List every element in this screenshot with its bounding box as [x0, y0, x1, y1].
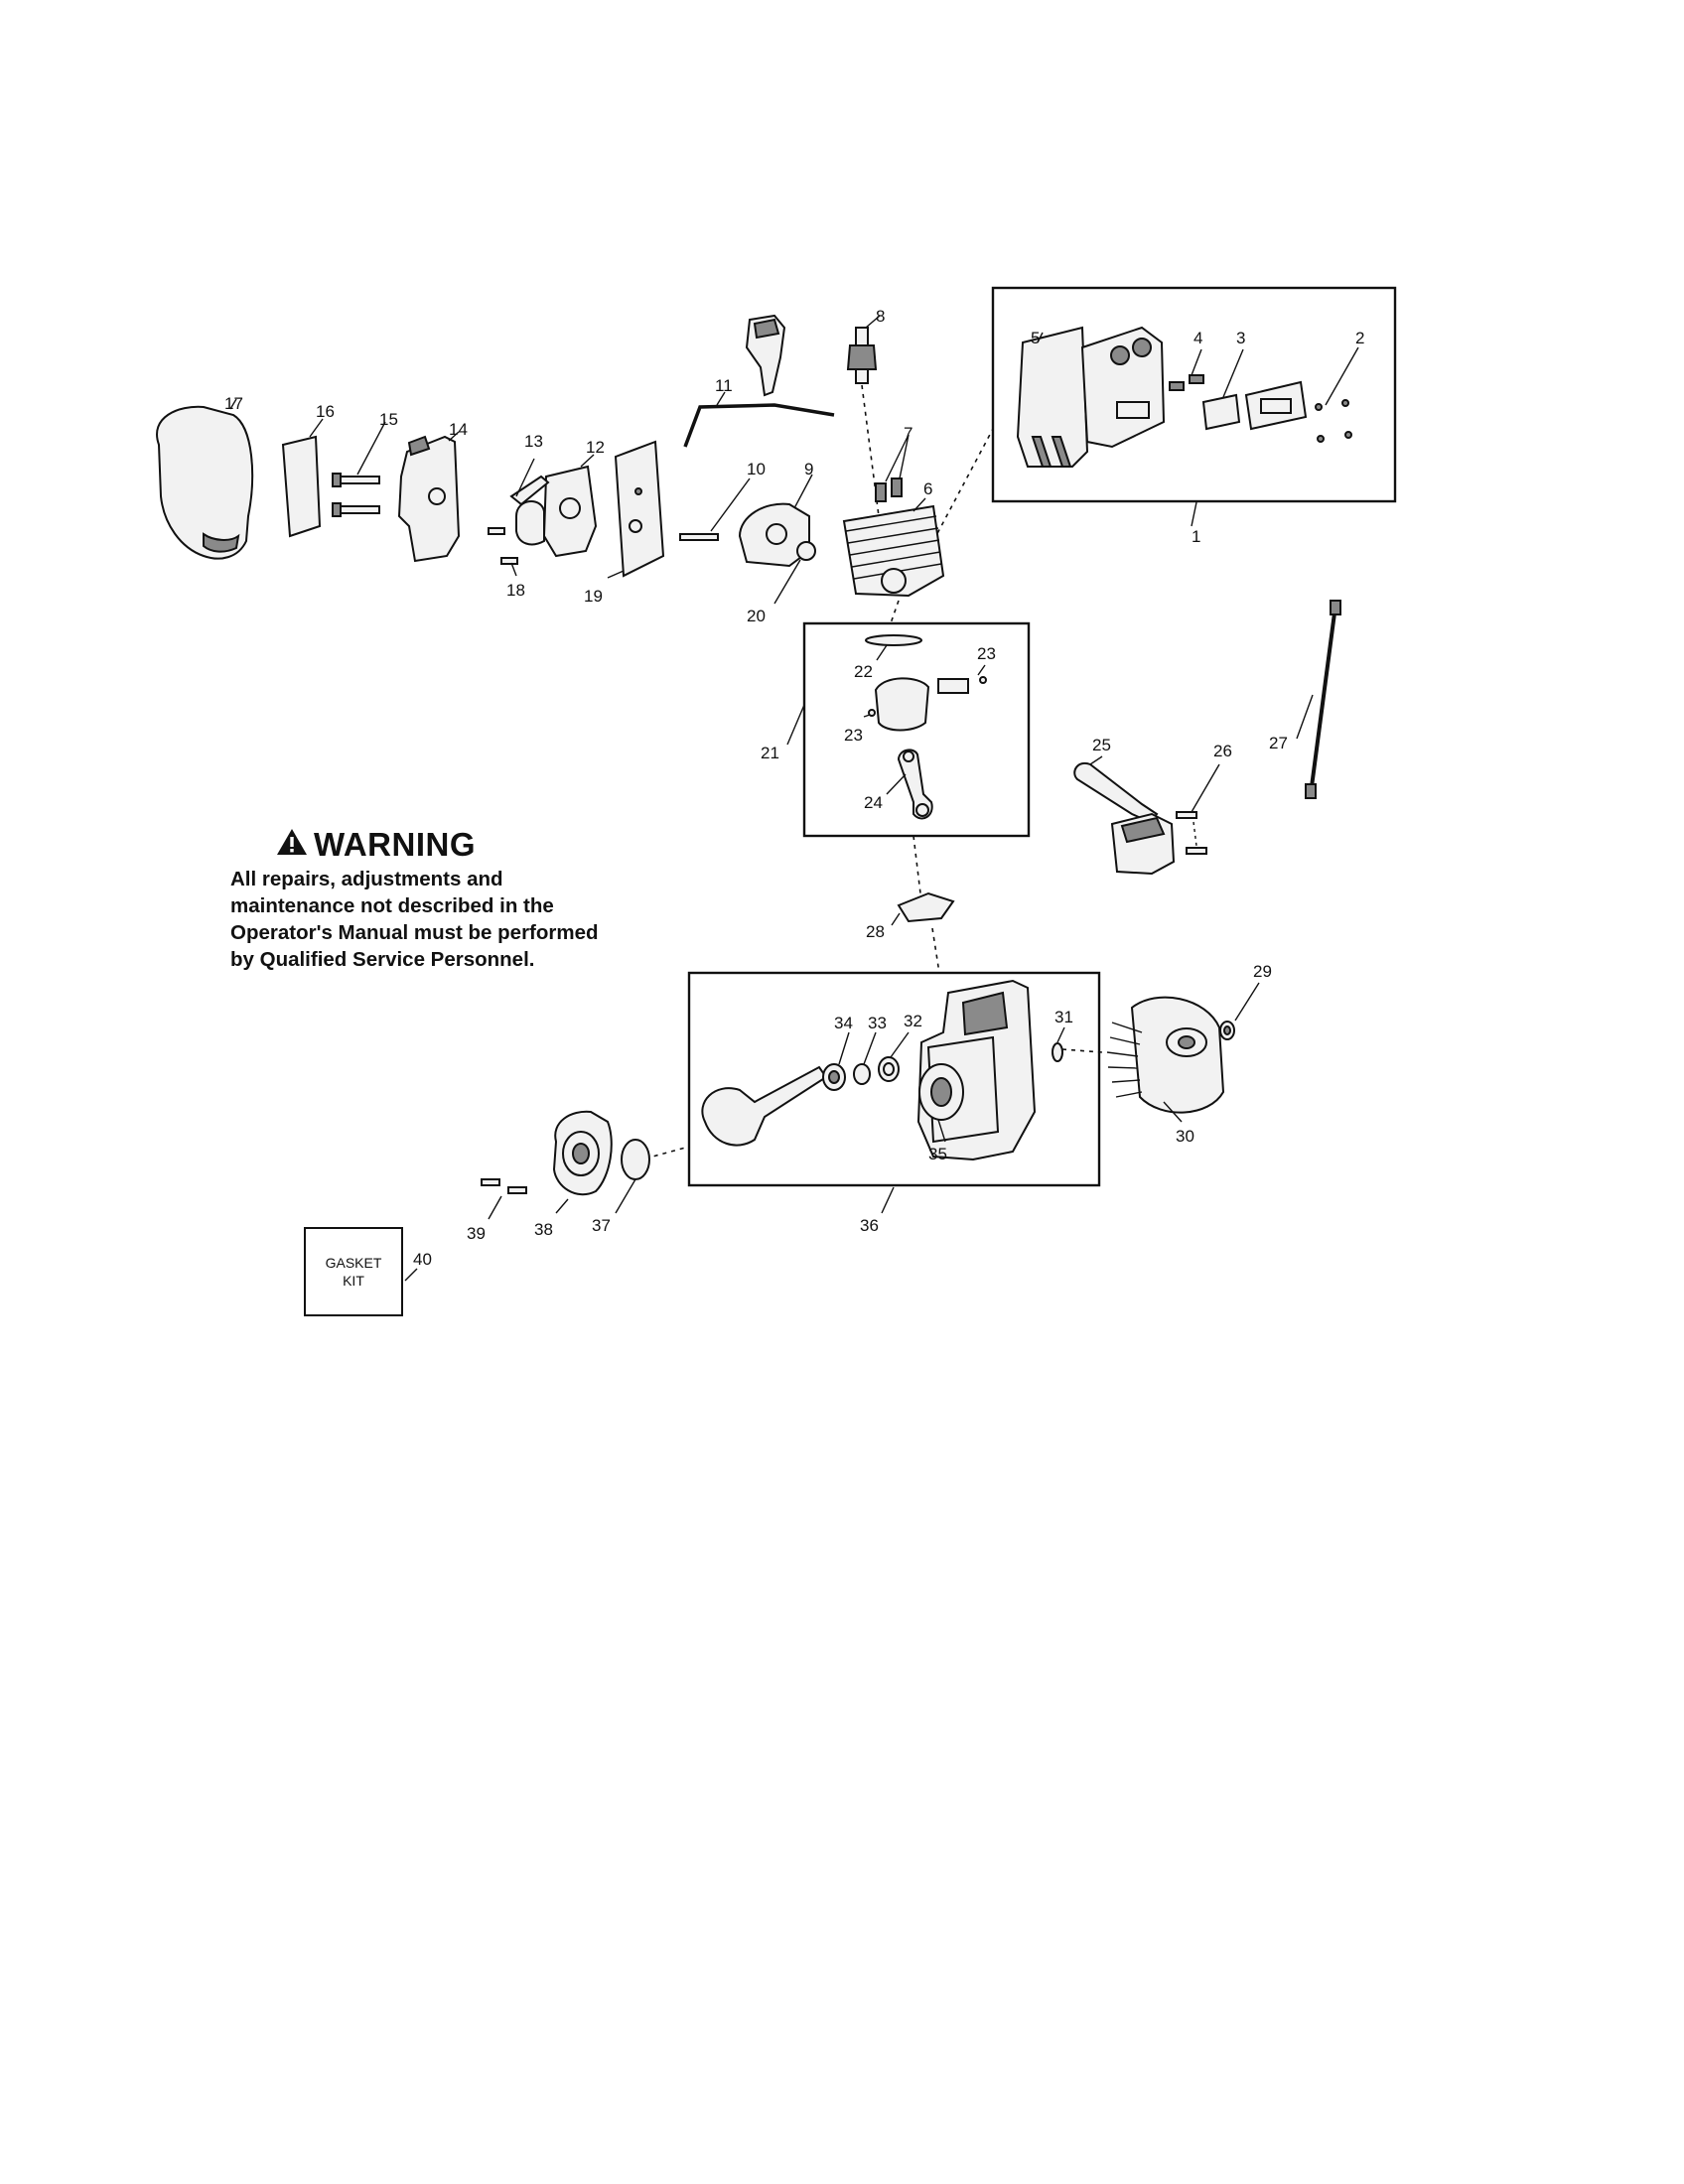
air-filter: [281, 435, 322, 538]
callout-15: 15: [379, 410, 398, 429]
crankcase-flywheel-dash-line: [1061, 1048, 1103, 1053]
callout-37: 37: [592, 1216, 611, 1235]
callout-35: 35: [928, 1145, 947, 1163]
crankcase-side-gasket: [621, 1139, 650, 1180]
piston-ring: [865, 634, 922, 646]
callout-6: 6: [923, 479, 932, 498]
intake-o-ring: [796, 541, 816, 561]
callout-21: 21: [761, 744, 779, 762]
callout-20: 20: [747, 607, 766, 625]
callout-18: 18: [506, 581, 525, 600]
spark-plug-wire: [1309, 605, 1337, 795]
muffler-screws: [1169, 374, 1204, 391]
crankcase-seals-bearings: [822, 1056, 900, 1091]
muffler-nuts: [1315, 399, 1352, 443]
callout-36: 36: [860, 1216, 879, 1235]
callout-24: 24: [864, 793, 883, 812]
callout-22: 22: [854, 662, 873, 681]
air-filter-cover: [156, 405, 254, 560]
callout-16: 16: [316, 402, 335, 421]
cylinder-base-gasket: [897, 891, 955, 923]
callout-32: 32: [904, 1012, 922, 1030]
callout-2: 2: [1355, 329, 1364, 347]
callout-27: 27: [1269, 734, 1288, 752]
callout-31: 31: [1054, 1008, 1073, 1026]
callout-8: 8: [876, 307, 885, 326]
crankcase-assembly-frame: [687, 971, 1101, 1187]
cylinder: [842, 504, 945, 598]
piston-gasket-dash-line: [912, 835, 921, 894]
muffler-assembly-frame: [991, 286, 1397, 503]
carb-gasket-plate: [614, 440, 665, 578]
callout-12: 12: [586, 438, 605, 457]
callout-28: 28: [866, 922, 885, 941]
warning-title-row: WARNING: [276, 826, 628, 864]
callout-38: 38: [534, 1220, 553, 1239]
gasket-crankcase-dash-line: [931, 927, 940, 974]
cylinder-piston-dash-line: [890, 600, 900, 624]
callout-33: 33: [868, 1014, 887, 1032]
callout-40: 40: [413, 1250, 432, 1269]
gasket-kit-box: GASKET KIT: [304, 1227, 403, 1316]
callout-34: 34: [834, 1014, 853, 1032]
flywheel: [1106, 996, 1225, 1114]
starter-screws: [481, 1178, 527, 1194]
callout-1: 1: [1192, 527, 1200, 546]
retainer-clip-left: [868, 709, 876, 717]
throttle-cable: [683, 403, 835, 448]
callout-4: 4: [1193, 329, 1202, 347]
callout-23b: 23: [844, 726, 863, 745]
callout-5: 5: [1031, 329, 1040, 347]
throttle-linkage: [509, 475, 550, 506]
ignition-lead: [1073, 761, 1159, 824]
muffler-heat-shield: [1016, 326, 1089, 468]
callout-14: 14: [449, 420, 468, 439]
connecting-rod: [897, 749, 933, 820]
warning-notice: WARNING All repairs, adjustments and mai…: [230, 826, 628, 973]
crankcase-o-ring: [1052, 1042, 1063, 1062]
air-filter-cover-vent: [203, 532, 240, 553]
cylinder-screws: [875, 478, 903, 502]
callout-25: 25: [1092, 736, 1111, 754]
callout-30: 30: [1176, 1127, 1194, 1146]
piston-assembly-frame: [802, 621, 1031, 838]
callout-numbers: 1 2 3 4 5 6 7 8 9 10 11 12 13 14 15 16 1…: [224, 307, 1364, 1269]
retainer-clip-right: [979, 676, 987, 684]
spark-plug: [846, 327, 878, 384]
filter-screws: [332, 473, 380, 517]
callout-39: 39: [467, 1224, 486, 1243]
spark-arrestor-screen: [1201, 393, 1241, 431]
callout-29: 29: [1253, 962, 1272, 981]
primer-bulb: [515, 500, 545, 546]
callout-10: 10: [747, 460, 766, 478]
piston: [874, 677, 930, 732]
carb-screws: [488, 527, 518, 565]
cylinder-muffler-dash-line: [932, 428, 994, 542]
callout-13: 13: [524, 432, 543, 451]
callout-11: 11: [715, 376, 733, 395]
callout-9: 9: [804, 460, 813, 478]
gasket-crankcase-side-dash-line: [644, 1146, 690, 1160]
callout-17: 17: [224, 394, 243, 413]
crankshaft: [701, 1065, 828, 1147]
callout-23a: 23: [977, 644, 996, 663]
callout-26: 26: [1213, 742, 1232, 760]
warning-triangle-icon: [276, 826, 308, 864]
warning-title: WARNING: [314, 826, 476, 863]
wrist-pin: [937, 678, 969, 694]
warning-text: All repairs, adjustments and maintenance…: [230, 868, 599, 971]
callout-3: 3: [1236, 329, 1245, 347]
intake-screw: [679, 533, 719, 541]
callout-19: 19: [584, 587, 603, 606]
ignition-screws: [1176, 811, 1207, 855]
callout-7: 7: [904, 424, 912, 443]
